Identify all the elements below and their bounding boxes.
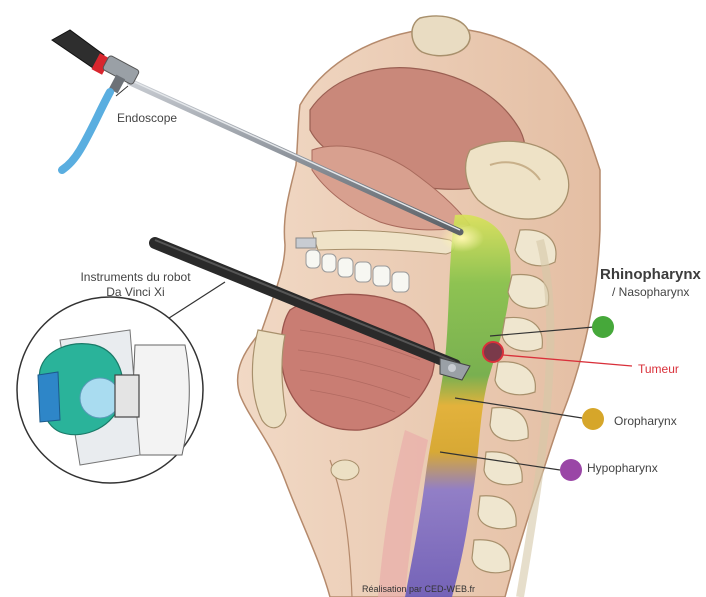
- label-rhinopharynx: Rhinopharynx: [600, 266, 701, 283]
- frontal-bone: [412, 16, 470, 56]
- credit-text: Réalisation par CED-WEB.fr: [362, 584, 475, 594]
- label-nasopharynx: / Nasopharynx: [612, 285, 689, 299]
- rhinopharynx-dot: [592, 316, 614, 338]
- label-tumeur: Tumeur: [638, 362, 679, 376]
- tumeur-marker: [483, 342, 503, 362]
- label-instruments-line2: Da Vinci Xi: [48, 285, 223, 300]
- oropharynx-dot: [582, 408, 604, 430]
- label-endoscope: Endoscope: [117, 111, 177, 125]
- robot-arm-icon: [17, 297, 203, 483]
- label-instruments: Instruments du robot Da Vinci Xi: [48, 270, 223, 300]
- hypopharynx-dot: [560, 459, 582, 481]
- label-oropharynx: Oropharynx: [614, 414, 677, 428]
- endoscope-icon: [52, 30, 140, 170]
- label-hypopharynx: Hypopharynx: [587, 461, 658, 475]
- label-instruments-line1: Instruments du robot: [48, 270, 223, 285]
